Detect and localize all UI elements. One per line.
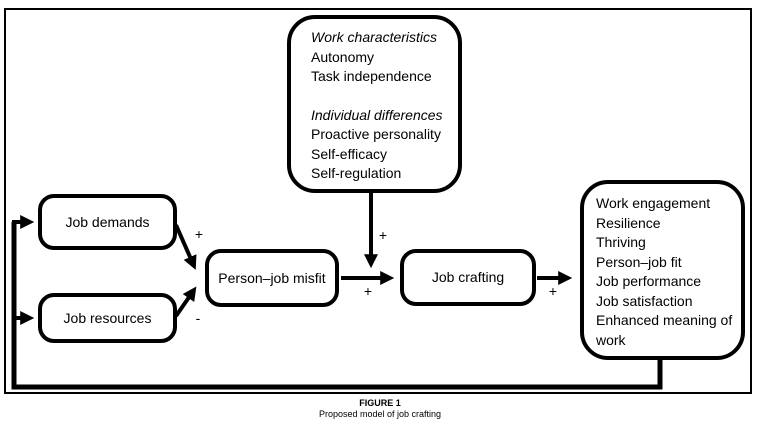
figure-caption: FIGURE 1 Proposed model of job crafting <box>0 398 760 419</box>
outcome-item: Work engagement <box>596 195 711 211</box>
outcome-item: Job performance <box>596 273 702 289</box>
outcomes-box: Work engagement Resilience Thriving Pers… <box>580 180 745 360</box>
minus-label-resources-path: - <box>195 310 201 326</box>
antecedent-item: Self-regulation <box>311 165 402 181</box>
outcome-item: Enhanced meaning of work <box>596 312 733 348</box>
job-demands-label: Job demands <box>65 213 150 230</box>
person-job-misfit-box: Person–job misfit <box>205 249 339 307</box>
figure-number: FIGURE 1 <box>359 398 401 408</box>
job-resources-box: Job resources <box>38 293 177 343</box>
antecedent-item: Proactive personality <box>311 126 441 142</box>
job-crafting-box: Job crafting <box>400 249 536 306</box>
blank-line <box>311 87 454 106</box>
diagram-frame <box>4 8 752 394</box>
individual-differences-header: Individual differences <box>311 106 443 123</box>
work-characteristics-header: Work characteristics <box>311 29 438 45</box>
antecedents-box: Work characteristics Autonomy Task indep… <box>287 15 462 193</box>
figure-title: Proposed model of job crafting <box>318 409 442 419</box>
outcome-item: Person–job fit <box>596 253 682 270</box>
job-resources-label: Job resources <box>63 309 152 326</box>
person-job-misfit-label: Person–job misfit <box>218 269 326 286</box>
antecedent-item: Self-efficacy <box>311 145 387 162</box>
plus-label-demands-path: + <box>194 226 204 242</box>
plus-label-moderator-path: + <box>378 227 388 243</box>
outcome-item: Job satisfaction <box>596 292 693 309</box>
antecedent-item: Task independence <box>311 68 432 84</box>
outcome-item: Resilience <box>596 214 661 231</box>
job-crafting-label: Job crafting <box>431 269 505 285</box>
antecedent-item: Autonomy <box>311 48 375 65</box>
job-demands-box: Job demands <box>38 194 177 250</box>
plus-label-crafting-outcomes-path: + <box>548 283 558 299</box>
plus-label-misfit-crafting-path: + <box>363 283 373 299</box>
outcome-item: Thriving <box>596 234 646 250</box>
